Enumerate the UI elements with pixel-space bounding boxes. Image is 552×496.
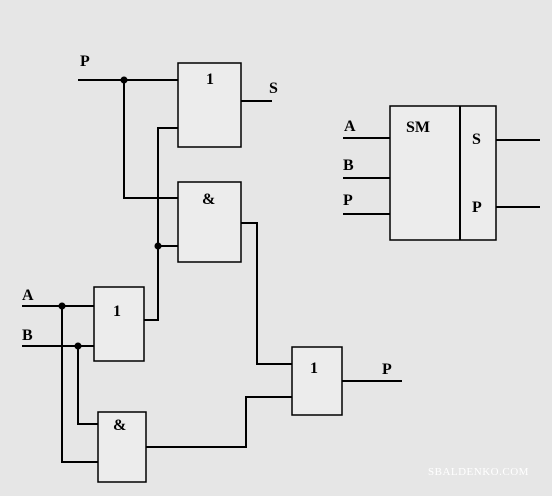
junction-dot-or — [154, 242, 162, 250]
junction-dot-a — [58, 302, 66, 310]
and-gate-bottom — [97, 411, 147, 483]
label-p-output: P — [382, 361, 392, 378]
and-gate-middle — [177, 181, 242, 263]
wire-b-to-and-bottom — [77, 346, 98, 425]
watermark-text: SBALDENKO.COM — [428, 466, 529, 478]
label-b-input: B — [22, 327, 33, 344]
junction-dot-b — [74, 342, 82, 350]
wire-p-to-and — [123, 80, 178, 199]
or-gate-output — [291, 346, 343, 416]
or-gate-bottom-symbol: 1 — [113, 303, 121, 320]
and-gate-middle-symbol: & — [202, 191, 215, 208]
wire-and-bottom-to-or-out — [146, 396, 292, 448]
sm-input-a-label: A — [344, 118, 356, 135]
label-p-input: P — [80, 53, 90, 70]
or-gate-bottom — [93, 286, 145, 362]
wire-a-to-and-bottom — [61, 306, 98, 463]
wire-or-to-or-top — [144, 127, 178, 321]
sm-output-p-label: P — [472, 199, 482, 216]
sm-block — [389, 105, 497, 241]
label-a-input: A — [22, 287, 34, 304]
sm-block-title: SM — [406, 119, 430, 136]
and-gate-bottom-symbol: & — [113, 417, 126, 434]
junction-dot-p — [120, 76, 128, 84]
wire-and-mid-to-or-out — [241, 222, 292, 365]
or-gate-top-symbol: 1 — [206, 71, 214, 88]
sm-input-b-label: B — [343, 157, 354, 174]
sm-output-s-label: S — [472, 131, 481, 148]
label-s-output: S — [269, 80, 278, 97]
or-gate-output-symbol: 1 — [310, 360, 318, 377]
or-gate-top — [177, 62, 242, 148]
sm-input-p-label: P — [343, 192, 353, 209]
